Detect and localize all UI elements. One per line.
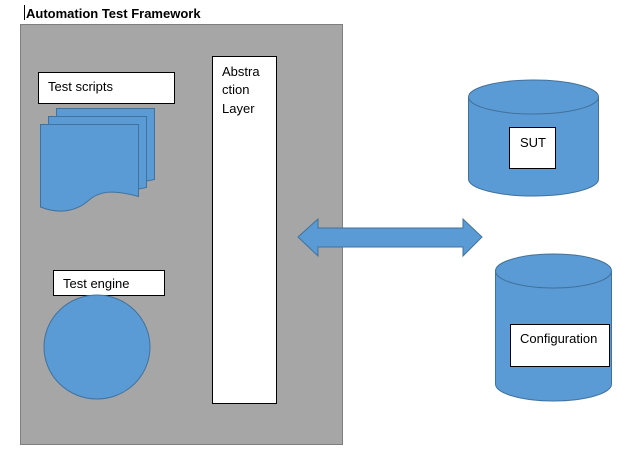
configuration-label-box: Configuration xyxy=(510,324,610,367)
test-scripts-label: Test scripts xyxy=(48,79,114,94)
multi-document-icon xyxy=(40,108,155,212)
test-engine-box: Test engine xyxy=(53,270,165,296)
test-engine-label: Test engine xyxy=(63,276,130,291)
configuration-label: Configuration xyxy=(520,331,597,346)
engine-circle-icon xyxy=(43,294,151,400)
diagram-title: Automation Test Framework xyxy=(26,6,201,21)
test-scripts-box: Test scripts xyxy=(38,72,175,104)
abstraction-layer-line-3: Layer xyxy=(222,101,255,116)
abstraction-layer-line-2: ction xyxy=(222,82,249,97)
sut-label: SUT xyxy=(520,135,546,150)
double-headed-arrow-icon xyxy=(297,217,483,258)
sut-label-box: SUT xyxy=(509,127,556,169)
abstraction-layer-line-1: Abstra xyxy=(222,64,260,79)
abstraction-layer-box: Abstra ction Layer xyxy=(212,56,277,404)
